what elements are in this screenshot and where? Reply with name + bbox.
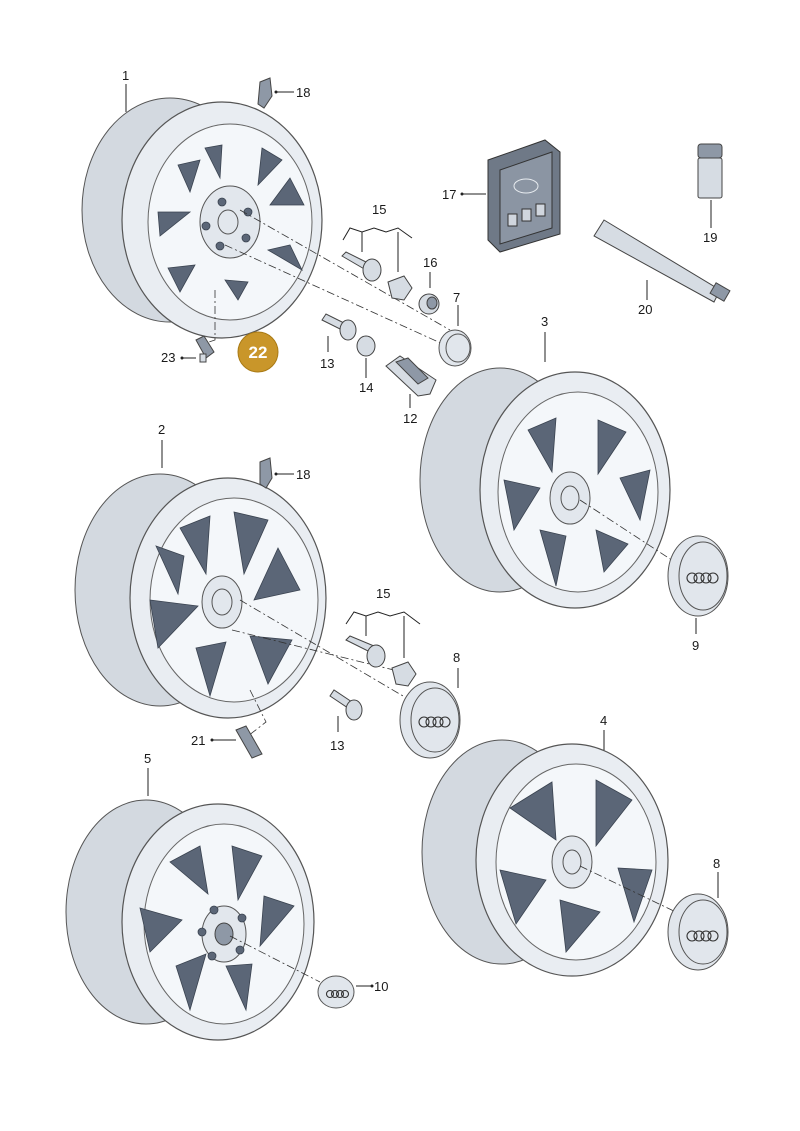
cylinder-19[interactable]: [697, 143, 723, 199]
callout-16: 16: [423, 255, 437, 270]
tool-12[interactable]: [385, 355, 437, 397]
badge-label-22: 22: [249, 343, 268, 362]
callout-3: 3: [541, 314, 548, 329]
callout-19: 19: [703, 230, 717, 245]
balance-weight-21[interactable]: [235, 725, 263, 759]
bolt-kit-17[interactable]: [487, 139, 561, 253]
callout-8-mid: 8: [453, 650, 460, 665]
callout-17: 17: [442, 187, 456, 202]
callout-4: 4: [600, 713, 607, 728]
center-cap-10[interactable]: [317, 975, 355, 1009]
callout-23: 23: [161, 350, 175, 365]
bolt-15-top[interactable]: [341, 251, 382, 282]
callout-20: 20: [638, 302, 652, 317]
callout-12: 12: [403, 411, 417, 426]
callout-15-mid: 15: [376, 586, 390, 601]
wheel-1[interactable]: [81, 97, 323, 339]
center-cap-8-mid[interactable]: [399, 681, 461, 759]
grease-tube-20[interactable]: [593, 219, 731, 303]
valve-18-top[interactable]: [257, 77, 273, 109]
center-cap-7[interactable]: [438, 329, 472, 367]
wheel-4[interactable]: [421, 739, 669, 977]
callout-8-bottom: 8: [713, 856, 720, 871]
valve-18-mid[interactable]: [259, 457, 273, 489]
callout-14: 14: [359, 380, 373, 395]
highlight-badge-22[interactable]: 22: [237, 331, 279, 373]
callout-10: 10: [374, 979, 388, 994]
wheel-3[interactable]: [419, 367, 671, 609]
bolt-13-top[interactable]: [321, 313, 357, 341]
nut-15-top[interactable]: [387, 275, 413, 301]
bolt-13-mid[interactable]: [329, 689, 363, 721]
wheel-5[interactable]: [65, 799, 315, 1041]
callout-18-top: 18: [296, 85, 310, 100]
callout-5: 5: [144, 751, 151, 766]
balance-weight-23[interactable]: [195, 335, 215, 363]
center-cap-8-bottom[interactable]: [667, 893, 729, 971]
cap-nut-16[interactable]: [418, 293, 440, 315]
callout-13-top: 13: [320, 356, 334, 371]
bolt-15-mid[interactable]: [345, 635, 386, 668]
callout-9: 9: [692, 638, 699, 653]
nut-15-mid[interactable]: [391, 661, 417, 687]
callout-13-mid: 13: [330, 738, 344, 753]
callout-15-top: 15: [372, 202, 386, 217]
callout-2: 2: [158, 422, 165, 437]
callout-21: 21: [191, 733, 205, 748]
callout-18-mid: 18: [296, 467, 310, 482]
nut-14[interactable]: [356, 335, 376, 357]
center-cap-9[interactable]: [667, 535, 729, 617]
wheel-2[interactable]: [74, 473, 327, 719]
callout-1: 1: [122, 68, 129, 83]
callout-7: 7: [453, 290, 460, 305]
